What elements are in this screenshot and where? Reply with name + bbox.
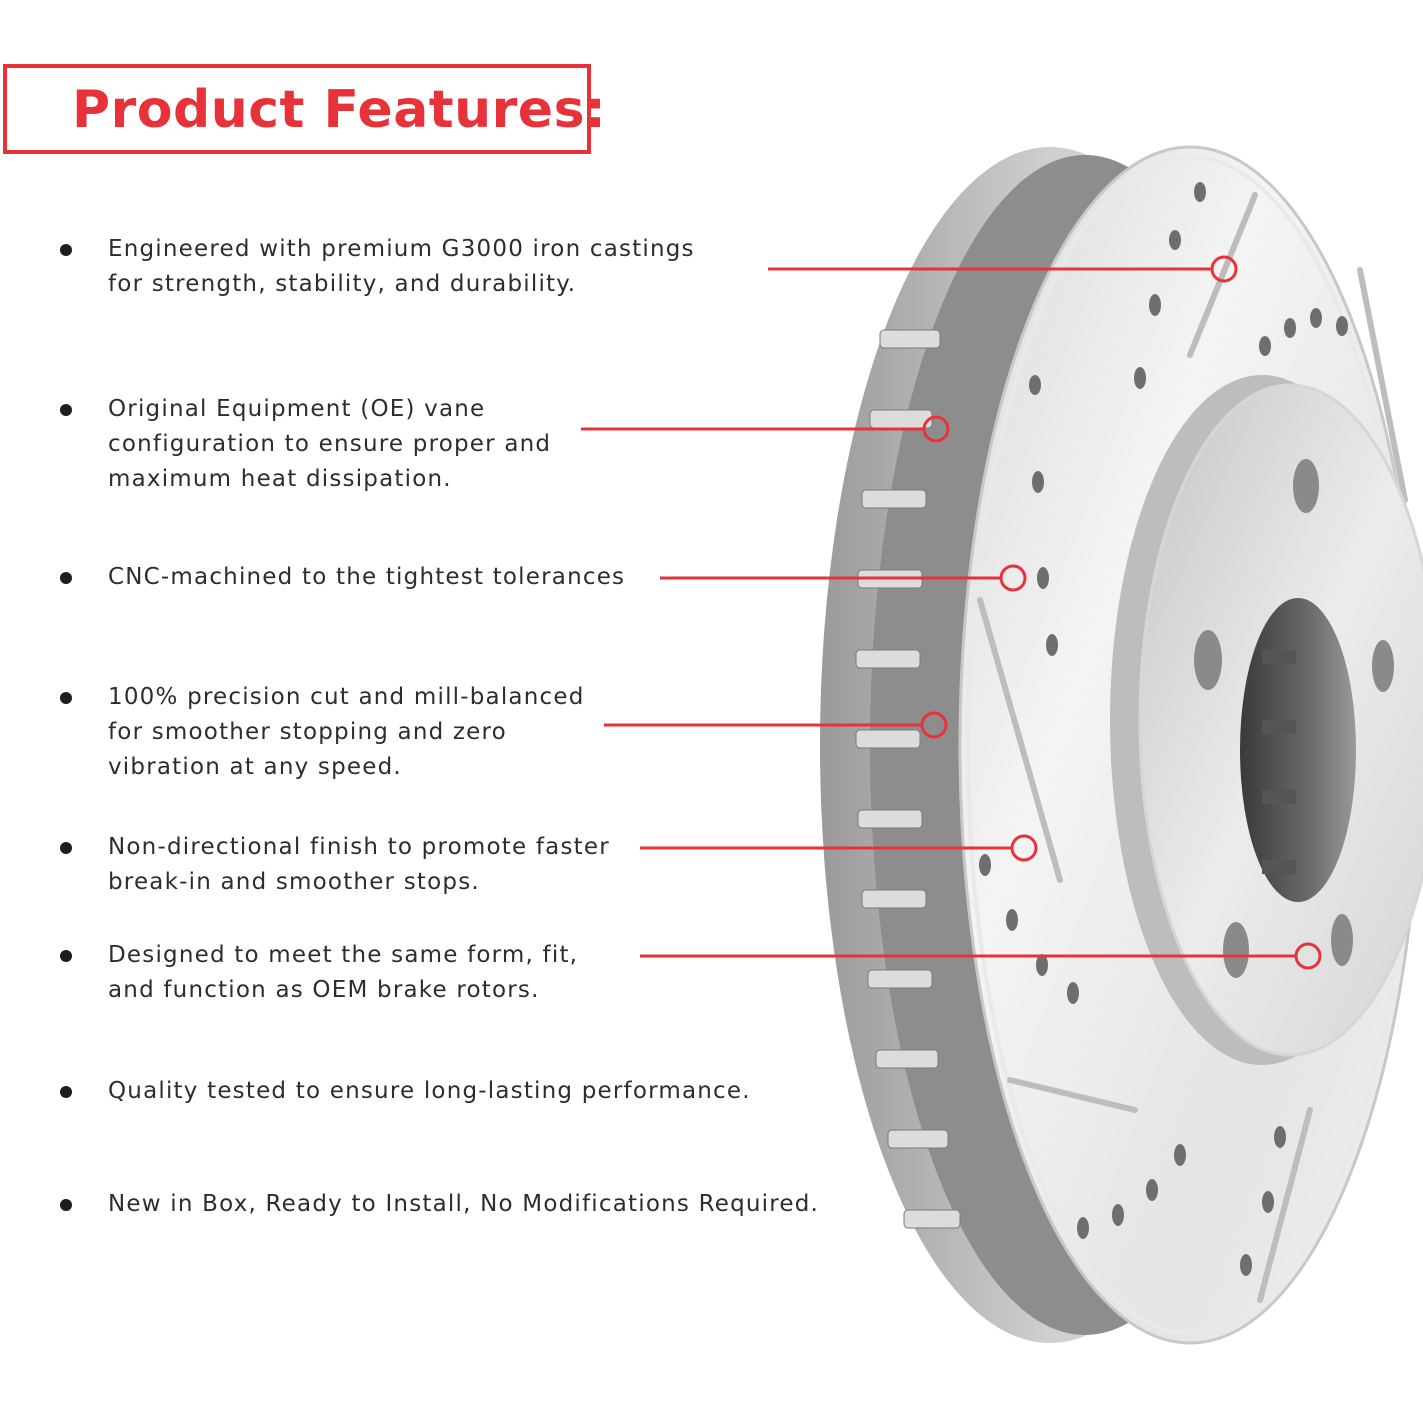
callout-marker-1 — [1210, 255, 1238, 283]
bullet-icon — [60, 692, 72, 704]
feature-line: for smoother stopping and zero — [108, 719, 507, 745]
feature-line: Designed to meet the same form, fit, — [108, 942, 579, 968]
callout-marker-3 — [999, 564, 1027, 592]
bullet-icon — [60, 244, 72, 256]
bullet-icon — [60, 1199, 72, 1211]
feature-line: configuration to ensure proper and — [108, 431, 552, 457]
feature-line: Quality tested to ensure long-lasting pe… — [108, 1078, 751, 1104]
feature-line: New in Box, Ready to Install, No Modific… — [108, 1191, 820, 1217]
bullet-icon — [60, 572, 72, 584]
callout-marker-2 — [922, 415, 950, 443]
feature-line: and function as OEM brake rotors. — [108, 977, 540, 1003]
rotor-slots — [977, 192, 1408, 1303]
feature-line: vibration at any speed. — [108, 754, 402, 780]
bullet-icon — [60, 1086, 72, 1098]
rotor-drilled-holes — [979, 182, 1348, 1276]
feature-line: Original Equipment (OE) vane — [108, 396, 486, 422]
rotor-center-bore — [1240, 598, 1356, 902]
feature-line: maximum heat dissipation. — [108, 466, 452, 492]
bullet-icon — [60, 842, 72, 854]
feature-line: Engineered with premium G3000 iron casti… — [108, 236, 695, 262]
callout-marker-4 — [920, 711, 948, 739]
bullet-icon — [60, 404, 72, 416]
feature-line: break-in and smoother stops. — [108, 869, 480, 895]
page-title: Product Features: — [72, 80, 607, 140]
feature-line: CNC-machined to the tightest tolerances — [108, 564, 626, 590]
feature-line: for strength, stability, and durability. — [108, 271, 577, 297]
rotor-lug-holes — [1194, 459, 1394, 978]
feature-line: 100% precision cut and mill-balanced — [108, 684, 585, 710]
title-box — [3, 64, 591, 154]
bullet-icon — [60, 950, 72, 962]
callout-marker-6 — [1294, 942, 1322, 970]
feature-line: Non-directional finish to promote faster — [108, 834, 610, 860]
callout-marker-5 — [1010, 834, 1038, 862]
